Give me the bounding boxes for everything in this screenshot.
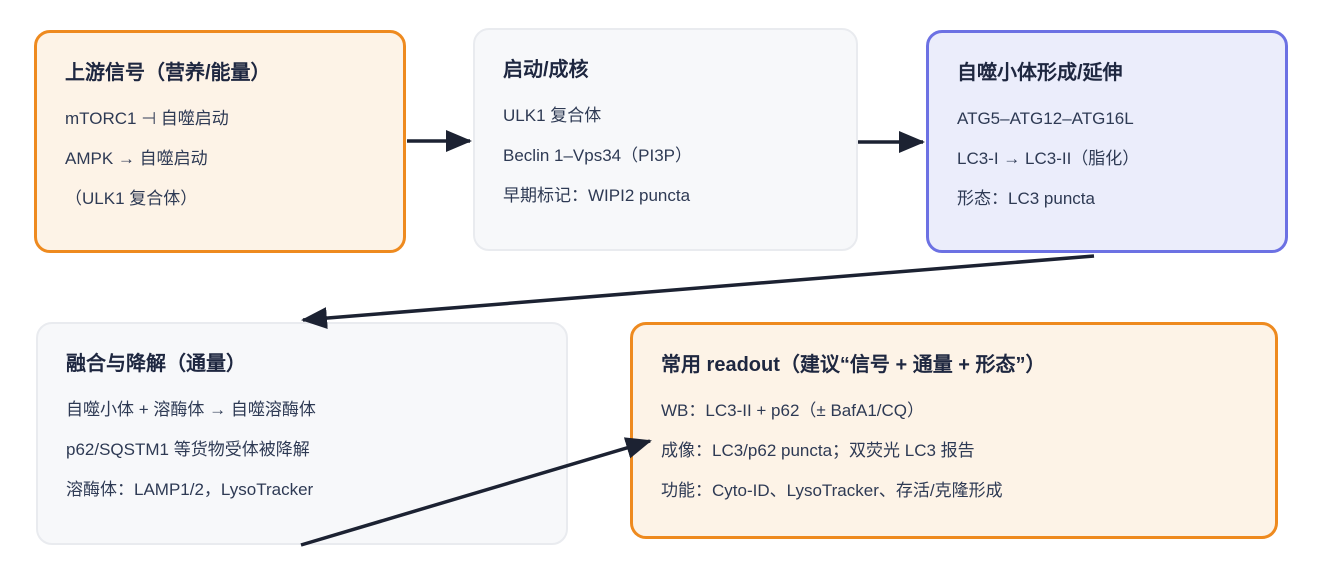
node-initiation-nucleation: 启动/成核 ULK1 复合体 Beclin 1–Vps34（PI3P） 早期标记… bbox=[473, 28, 858, 251]
node-title: 融合与降解（通量） bbox=[66, 353, 246, 375]
node-title: 启动/成核 bbox=[503, 59, 589, 81]
node-line: 自噬小体 + 溶酶体 → 自噬溶酶体 bbox=[66, 400, 316, 419]
arrow-formation-to-fusion bbox=[301, 254, 1095, 330]
node-line: 成像：LC3/p62 puncta；双荧光 LC3 报告 bbox=[661, 441, 975, 460]
node-line: 功能：Cyto-ID、LysoTracker、存活/克隆形成 bbox=[661, 481, 1003, 500]
node-line: WB：LC3-II + p62（± BafA1/CQ） bbox=[661, 401, 925, 420]
node-autophagosome-formation: 自噬小体形成/延伸 ATG5–ATG12–ATG16L LC3-I → LC3-… bbox=[926, 30, 1288, 253]
node-line: ATG5–ATG12–ATG16L bbox=[957, 109, 1134, 128]
node-line: p62/SQSTM1 等货物受体被降解 bbox=[66, 440, 310, 459]
node-title: 上游信号（营养/能量） bbox=[65, 62, 271, 84]
node-line: （ULK1 复合体） bbox=[65, 189, 198, 208]
node-line: Beclin 1–Vps34（PI3P） bbox=[503, 146, 692, 165]
node-line: AMPK → 自噬启动 bbox=[65, 149, 208, 168]
node-line: 形态：LC3 puncta bbox=[957, 189, 1095, 208]
node-title: 常用 readout（建议“信号 + 通量 + 形态”） bbox=[661, 354, 1046, 376]
node-title: 自噬小体形成/延伸 bbox=[957, 62, 1123, 84]
node-common-readouts: 常用 readout（建议“信号 + 通量 + 形态”） WB：LC3-II +… bbox=[630, 322, 1278, 539]
node-line: 早期标记：WIPI2 puncta bbox=[503, 186, 691, 205]
node-line: 溶酶体：LAMP1/2，LysoTracker bbox=[66, 480, 314, 499]
node-line: LC3-I → LC3-II（脂化） bbox=[957, 149, 1140, 168]
node-line: mTORC1 ⊣ 自噬启动 bbox=[65, 109, 229, 128]
node-fusion-degradation: 融合与降解（通量） 自噬小体 + 溶酶体 → 自噬溶酶体 p62/SQSTM1 … bbox=[36, 322, 568, 545]
node-upstream-signals: 上游信号（营养/能量） mTORC1 ⊣ 自噬启动 AMPK → 自噬启动 （U… bbox=[34, 30, 406, 253]
node-line: ULK1 复合体 bbox=[503, 106, 602, 125]
